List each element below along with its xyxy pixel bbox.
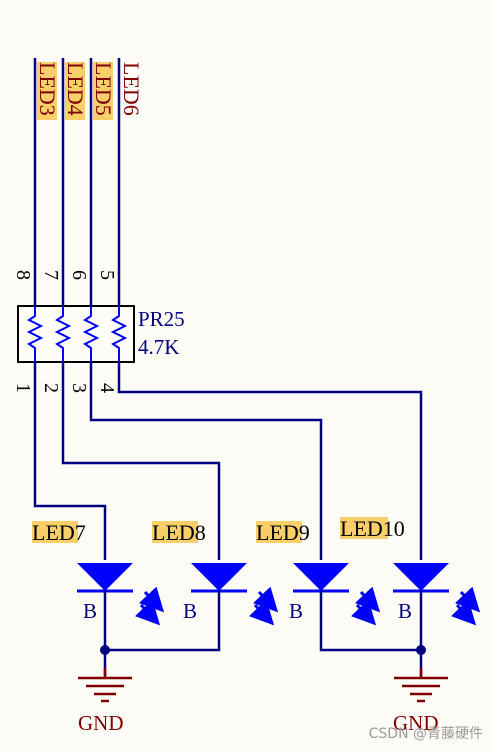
resistor-network-body [17,305,135,363]
resistor-top-pins: 8 7 6 5 [12,270,118,280]
resistor-zigzags [26,306,128,362]
resistor-designator: PR25 [138,307,185,331]
svg-text:8: 8 [12,270,34,280]
net-label-led6: LED6 [119,62,144,116]
bottom-wires [33,362,423,560]
led7-pin-letter: B [83,599,97,623]
svg-text:3: 3 [68,383,90,393]
led7-symbol [77,563,165,626]
svg-text:LED7: LED7 [32,520,86,545]
svg-text:2: 2 [40,383,62,393]
svg-text:4: 4 [96,383,118,393]
svg-text:6: 6 [68,270,90,280]
svg-text:LED9: LED9 [256,520,310,545]
svg-text:1: 1 [12,383,34,393]
svg-text:LED4: LED4 [63,62,88,116]
svg-text:LED10: LED10 [340,516,405,541]
ground-symbol-right [394,668,448,703]
led9-label: LED9 [256,520,310,545]
net-label-led5: LED5 [91,62,116,120]
ground-label-left: GND [78,711,124,735]
net-label-led3: LED3 [35,62,60,120]
svg-text:5: 5 [96,270,118,280]
resistor-value: 4.7K [138,335,179,359]
svg-text:LED6: LED6 [119,62,144,116]
led9-symbol [293,563,381,626]
svg-text:7: 7 [40,270,62,280]
led8-symbol [191,563,279,626]
top-wires [33,58,121,306]
led10-label: LED10 [340,516,405,541]
led8-label: LED8 [152,520,206,545]
resistor-bottom-pins: 1 2 3 4 [12,383,118,393]
net-label-led4: LED4 [63,62,88,120]
svg-text:LED5: LED5 [91,62,116,116]
led10-pin-letter: B [398,599,412,623]
ground-label-right: GND [393,711,439,735]
led9-pin-letter: B [289,599,303,623]
junction-dot-left [100,645,110,655]
watermark: CSDN @青藤硬件 [368,726,483,742]
led7-label: LED7 [32,520,86,545]
svg-text:LED8: LED8 [152,520,206,545]
svg-text:LED3: LED3 [35,62,60,116]
junction-dot-right [416,645,426,655]
ground-symbol-left [78,668,132,703]
led8-pin-letter: B [183,599,197,623]
